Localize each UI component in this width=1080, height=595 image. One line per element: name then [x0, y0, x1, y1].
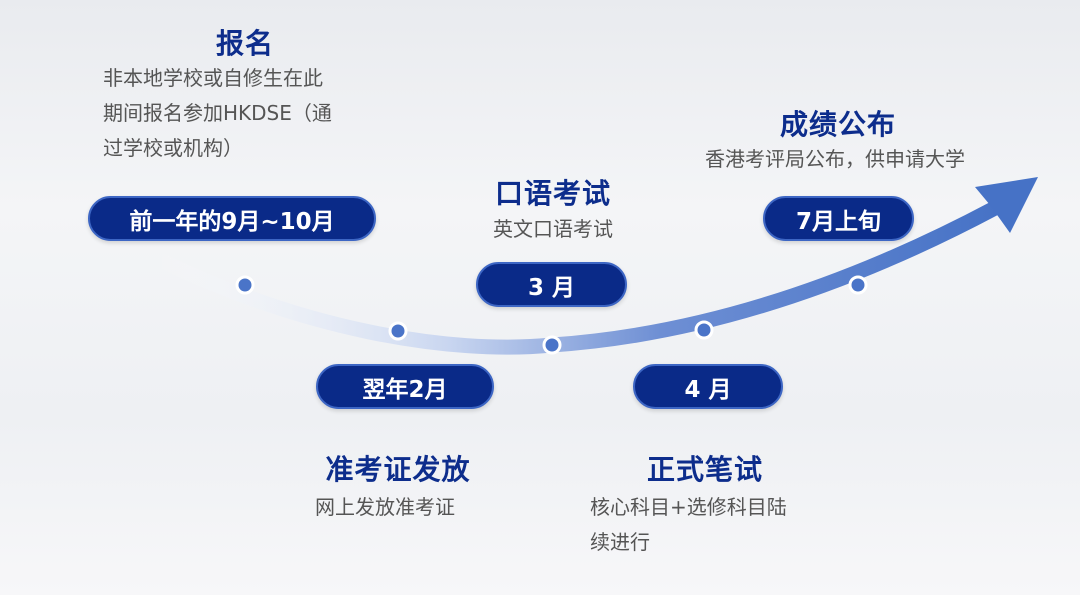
desc-line: 香港考评局公布，供申请大学 — [705, 147, 965, 171]
timeline-dot — [235, 275, 255, 295]
desc-line: 续进行 — [590, 530, 650, 554]
date-badge: 4 月 — [633, 364, 783, 409]
timeline-dot — [388, 321, 408, 341]
desc-line: 期间报名参加HKDSE（通 — [103, 101, 332, 125]
desc-line: 核心科目+选修科目陆 — [590, 495, 787, 519]
step-desc: 香港考评局公布，供申请大学 — [705, 142, 965, 177]
arrowhead-icon — [975, 177, 1038, 233]
step-title: 成绩公布 — [779, 108, 897, 141]
date-badge: 7月上旬 — [763, 196, 914, 241]
step-desc: 网上发放准考证 — [315, 490, 455, 525]
step-title: 准考证发放 — [325, 453, 471, 486]
date-badge: 翌年2月 — [316, 364, 494, 409]
timeline-dot — [848, 275, 868, 295]
step-title: 正式笔试 — [646, 453, 764, 486]
step-title: 报名 — [215, 27, 275, 60]
desc-line: 过学校或机构） — [103, 136, 243, 160]
step-desc: 英文口语考试 — [493, 212, 613, 247]
timeline-dot — [542, 335, 562, 355]
desc-line: 非本地学校或自修生在此 — [103, 66, 323, 90]
desc-line: 网上发放准考证 — [315, 495, 455, 519]
date-badge: 前一年的9月~10月 — [88, 196, 376, 241]
desc-line: 英文口语考试 — [493, 217, 613, 241]
step-desc: 非本地学校或自修生在此 期间报名参加HKDSE（通 过学校或机构） — [103, 61, 332, 166]
timeline-dot — [694, 320, 714, 340]
date-badge: 3 月 — [476, 262, 627, 307]
step-title: 口语考试 — [494, 177, 612, 210]
step-desc: 核心科目+选修科目陆 续进行 — [590, 490, 787, 560]
